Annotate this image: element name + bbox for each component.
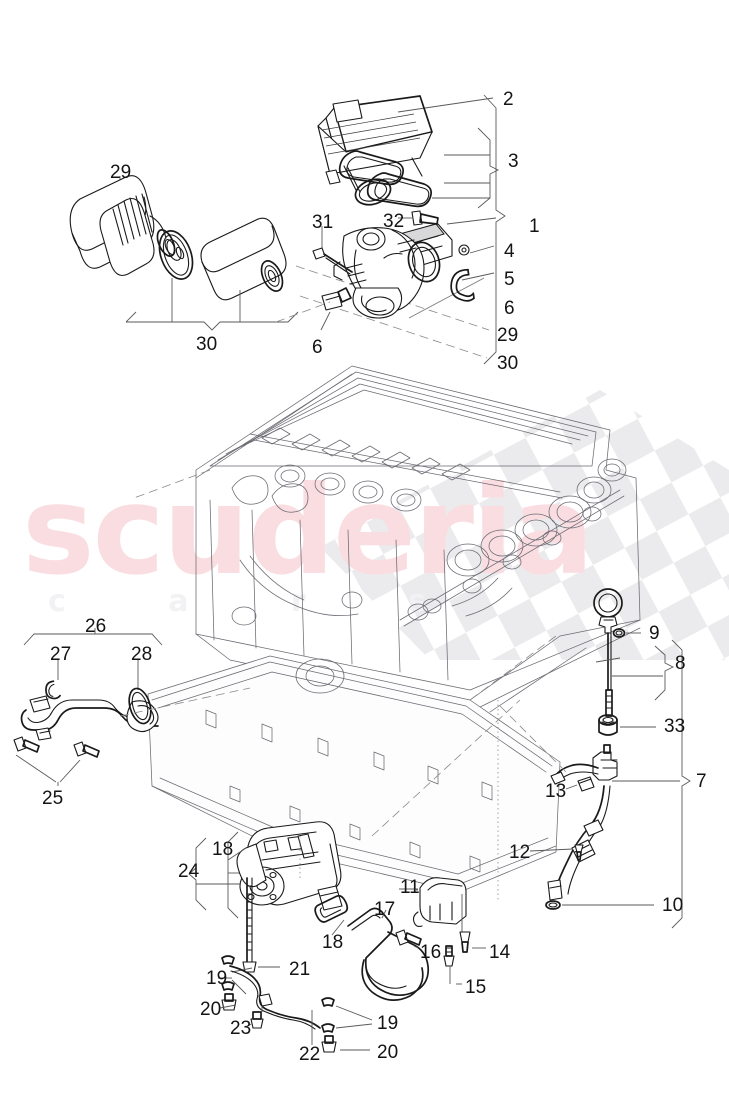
- callout-6: 6: [312, 337, 323, 358]
- callout-17: 17: [374, 899, 396, 920]
- callout-31: 31: [312, 212, 334, 233]
- callout-3: 3: [508, 151, 519, 172]
- callout-15: 15: [465, 977, 487, 998]
- callout-29: 29: [110, 162, 132, 183]
- grommet-part-33: [598, 714, 618, 736]
- watermark-sub-text: c a r s: [48, 584, 473, 619]
- oil-pipe-part-22: [229, 965, 321, 1045]
- bolt-part-23: [247, 1011, 264, 1029]
- callout-10: 10: [662, 895, 684, 916]
- oil-suction-pipe-part-17: [347, 907, 430, 1001]
- callout-20: 20: [200, 999, 222, 1020]
- callout-25: 25: [42, 788, 64, 809]
- bolt-part-15: [443, 945, 462, 985]
- bolts-part-25: [13, 736, 100, 786]
- oil-line-assembly: [497, 639, 691, 929]
- engine-block-drawing: [147, 365, 641, 893]
- oil-pressure-switch-part-6: [320, 287, 352, 331]
- callout-6-right: 6: [504, 298, 515, 319]
- callout-24: 24: [178, 861, 200, 882]
- oil-cooler-seals: [338, 150, 432, 208]
- callout-22: 22: [299, 1044, 321, 1065]
- plug-part-4: [458, 244, 470, 256]
- callout-27: 27: [50, 644, 72, 665]
- callout-28: 28: [131, 644, 153, 665]
- oil-filter-housing: [333, 223, 453, 319]
- callout-21: 21: [289, 959, 311, 980]
- callout-1: 1: [529, 216, 540, 237]
- oil-return-pipe-assembly: [13, 628, 251, 786]
- callout-7: 7: [696, 771, 707, 792]
- callout-18-lower: 18: [322, 932, 344, 953]
- bolt-part-31: [312, 226, 353, 275]
- callout-4: 4: [504, 241, 515, 262]
- bolt-part-14: [459, 931, 486, 953]
- callout-2: 2: [503, 89, 514, 110]
- callout-26: 26: [85, 616, 107, 637]
- callout-16: 16: [420, 942, 442, 963]
- oil-filter-element-part-30: [125, 217, 299, 331]
- watermark-brand-text: scuderia: [22, 460, 594, 602]
- callout-29-right: 29: [497, 325, 519, 346]
- bolt-part-16: [395, 929, 422, 949]
- retaining-clip-part-5: [450, 268, 475, 302]
- clamps-part-19-lower: [321, 997, 373, 1033]
- callout-9: 9: [649, 623, 660, 644]
- callout-18: 18: [212, 839, 234, 860]
- bracket-part-13: [565, 776, 595, 792]
- oil-filter-cap-part-29: [69, 175, 185, 277]
- callout-8: 8: [675, 653, 686, 674]
- callout-5: 5: [504, 269, 515, 290]
- oil-pump-assembly: [188, 821, 373, 1053]
- oil-dipstick-assembly: [593, 588, 675, 736]
- screw-part-12: [529, 844, 584, 861]
- callout-13: 13: [545, 781, 567, 802]
- callout-20-lower: 20: [377, 1042, 399, 1063]
- callout-32: 32: [383, 211, 405, 232]
- bolt-part-20-lower: [321, 1035, 370, 1053]
- oil-cooler: [317, 95, 433, 193]
- callout-30: 30: [196, 334, 218, 355]
- bolt-part-32: [398, 210, 439, 226]
- callout-33: 33: [664, 716, 686, 737]
- callout-14: 14: [489, 942, 511, 963]
- callout-11: 11: [400, 877, 420, 898]
- callout-12: 12: [509, 842, 531, 863]
- bolt-part-20: [219, 993, 237, 1011]
- callout-30-right: 30: [497, 353, 519, 374]
- callout-23: 23: [230, 1018, 252, 1039]
- callout-19-lower: 19: [377, 1013, 399, 1034]
- callout-19: 19: [206, 968, 228, 989]
